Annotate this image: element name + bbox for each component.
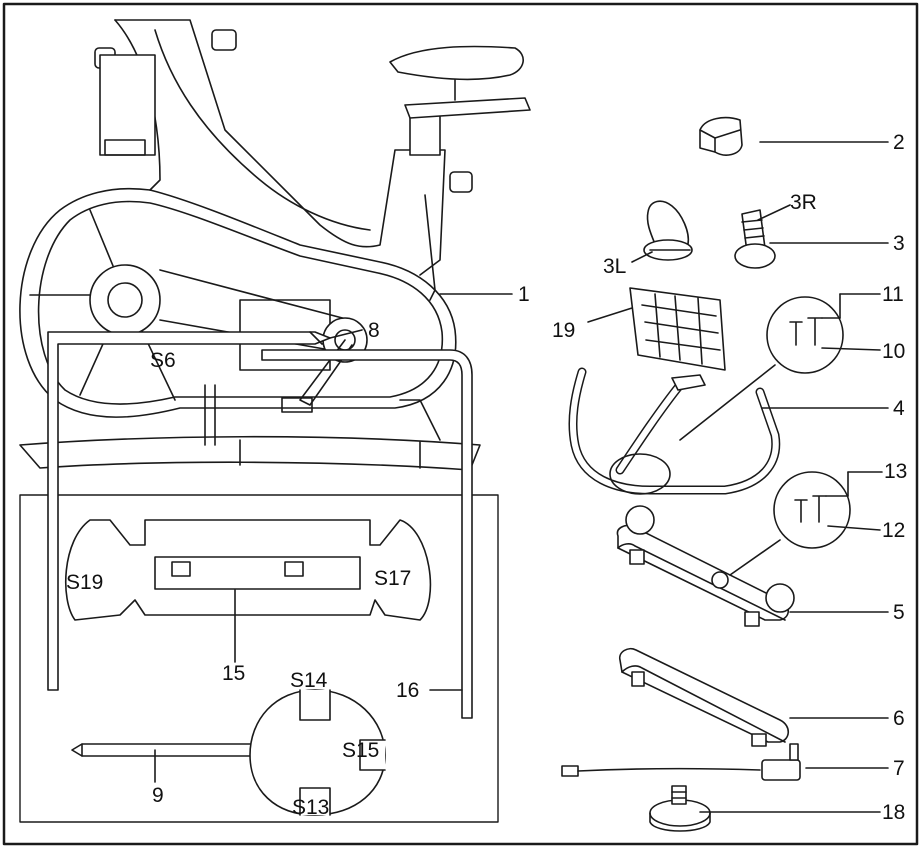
part-2-end-cap [699, 116, 743, 156]
part-19-console-bracket [629, 287, 726, 371]
leader-line-12 [827, 525, 881, 531]
part-18-leveling-foot [649, 785, 711, 832]
part-3-pedals [643, 200, 776, 269]
label-part-4: 4 [893, 397, 905, 420]
leader-line-8 [329, 329, 363, 339]
part-9-multi-tool [71, 689, 386, 816]
label-part-18: 18 [882, 801, 906, 824]
label-size-s19: S19 [66, 571, 104, 594]
tool-box-frame [19, 494, 499, 823]
label-part-12: 12 [882, 519, 906, 542]
part-4-handlebar [568, 367, 781, 495]
leader-line-4-a [679, 364, 776, 441]
leader-line-5-a [729, 539, 781, 576]
label-size-s15: S15 [342, 739, 380, 762]
label-part-13: 13 [884, 460, 908, 483]
label-part-6: 6 [893, 707, 905, 730]
leader-line-19 [587, 307, 633, 323]
label-part-3l: 3L [603, 255, 627, 278]
label-part-7: 7 [893, 757, 905, 780]
label-part-5: 5 [893, 601, 905, 624]
label-part-2: 2 [893, 131, 905, 154]
part-6-rear-stabiliser [618, 647, 790, 747]
label-part-15: 15 [222, 662, 246, 685]
part-7-power-adapter [561, 743, 801, 781]
label-size-s6: S6 [150, 349, 176, 372]
leader-line-10 [821, 347, 881, 351]
detail-circle-bolts-10-11 [766, 296, 844, 374]
part-15-spanner [65, 519, 432, 621]
leader-line-3l [631, 251, 653, 263]
bike-frame-illustration [19, 19, 531, 471]
label-part-11: 11 [882, 283, 904, 306]
label-part-1: 1 [518, 283, 530, 306]
label-part-16: 16 [396, 679, 420, 702]
detail-circle-bolts-12-13 [773, 471, 851, 549]
part-8-allen-key-s6 [47, 331, 331, 691]
label-part-3: 3 [893, 232, 905, 255]
label-part-9: 9 [152, 784, 164, 807]
label-size-s13: S13 [292, 796, 330, 819]
label-part-10: 10 [882, 340, 906, 363]
part-16-allen-key [261, 349, 473, 719]
label-part-3r: 3R [790, 191, 817, 214]
label-size-s17: S17 [374, 567, 412, 590]
label-part-19: 19 [552, 319, 576, 342]
part-5-front-stabiliser [616, 505, 795, 627]
leader-line-3r [757, 204, 791, 221]
label-part-8: 8 [368, 319, 380, 342]
label-size-s14: S14 [290, 669, 328, 692]
